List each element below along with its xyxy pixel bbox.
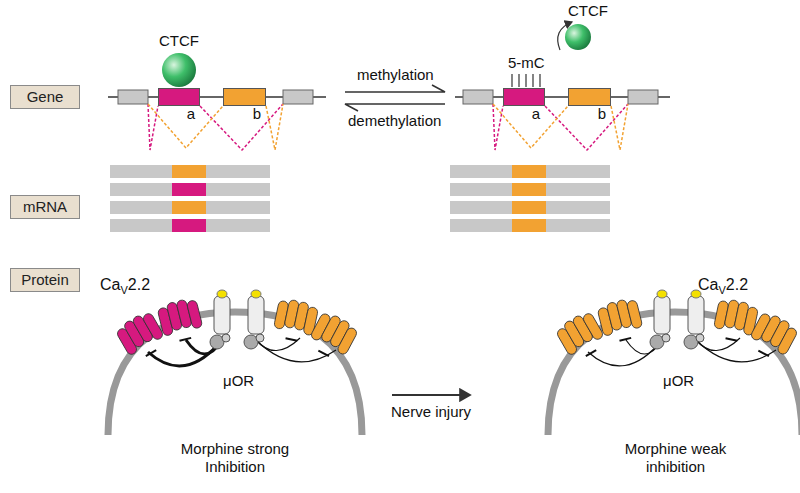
exon-box: a	[158, 88, 200, 106]
mrna-exon	[172, 201, 206, 214]
mor-receptor	[688, 296, 704, 334]
receptor-label: μOR	[223, 372, 254, 390]
channel-tail	[146, 350, 156, 356]
exon-box: b	[223, 88, 266, 106]
mrna-exon	[172, 183, 206, 196]
channel-name-part: 2.2	[726, 276, 748, 294]
exon-name: b	[253, 105, 261, 122]
coupling-lines	[148, 338, 776, 366]
channel-tail	[620, 338, 632, 341]
mor-receptor	[654, 296, 670, 334]
proteins	[114, 290, 799, 363]
level-name: mRNA	[23, 196, 67, 218]
equilibrium-arrows	[345, 85, 445, 111]
level-box: Protein	[10, 268, 80, 292]
mrna-transcript	[450, 201, 610, 214]
cav22-channel	[746, 310, 800, 363]
channel-subunit	[186, 300, 202, 330]
channel-name-part: V	[718, 284, 725, 296]
mor-receptor	[248, 296, 264, 334]
channel-tail	[758, 351, 769, 357]
level-name: Protein	[21, 269, 69, 291]
channel-tail	[318, 351, 329, 357]
channel-name-part: Ca	[100, 276, 120, 294]
cav22-channel	[156, 297, 204, 345]
process-label: methylation	[357, 66, 434, 84]
cav22-channel	[306, 310, 360, 363]
channel-name: CaV2.2	[698, 276, 748, 294]
exon-name: b	[598, 105, 606, 122]
channel-name-part: Ca	[698, 276, 718, 294]
level-box: mRNA	[10, 195, 80, 219]
gene-right	[455, 22, 670, 150]
mrna-transcript	[110, 183, 270, 196]
process-label: Nerve injury	[391, 403, 471, 421]
g-protein	[696, 334, 704, 342]
g-protein	[222, 334, 230, 342]
mrna-exon	[512, 219, 546, 232]
mrna-transcript	[450, 219, 610, 232]
cav22-channel	[596, 297, 644, 345]
mrna-exon	[512, 165, 546, 178]
exon-name: a	[532, 105, 540, 122]
level-name: Gene	[27, 86, 64, 108]
protein-label: CTCF	[568, 2, 608, 20]
channel-subunit	[626, 300, 642, 330]
channel-tail	[586, 350, 596, 356]
mor-receptor	[214, 296, 230, 334]
mrna-exon	[512, 183, 546, 196]
channel-subunit	[336, 326, 358, 355]
channel-tail	[286, 338, 298, 340]
receptor-label: μOR	[663, 372, 694, 390]
channel-name-part: V	[120, 284, 127, 296]
opioid-ligand	[217, 290, 227, 298]
channel-name-part: 2.2	[128, 276, 150, 294]
mrna-exon	[512, 201, 546, 214]
process-label: demethylation	[348, 112, 441, 130]
effect-label: Morphine weak inhibition	[623, 440, 728, 476]
exon-box: b	[568, 88, 611, 106]
mrna-transcript	[450, 165, 610, 178]
channel-tail	[726, 338, 738, 340]
opioid-ligand	[657, 290, 667, 298]
gene-left	[108, 53, 326, 150]
mrna-transcript	[450, 183, 610, 196]
modification-label: 5-mC	[508, 54, 545, 72]
mrna-transcript	[110, 165, 270, 178]
g-protein	[662, 334, 670, 342]
mrna-transcript	[110, 201, 270, 214]
exon-name: a	[187, 105, 195, 122]
mrna-exon	[172, 219, 206, 232]
effect-label: Morphine strong Inhibition	[179, 440, 291, 476]
mrna-exon	[172, 165, 206, 178]
opioid-ligand	[251, 290, 261, 298]
channel-subunit	[776, 326, 798, 355]
g-protein	[256, 334, 264, 342]
protein-label: CTCF	[159, 32, 199, 50]
channel-tail	[180, 338, 192, 341]
channel-name: CaV2.2	[100, 276, 150, 294]
mrna-rows	[110, 165, 610, 232]
exon-box: a	[503, 88, 545, 106]
mrna-transcript	[110, 219, 270, 232]
level-box: Gene	[10, 85, 80, 109]
